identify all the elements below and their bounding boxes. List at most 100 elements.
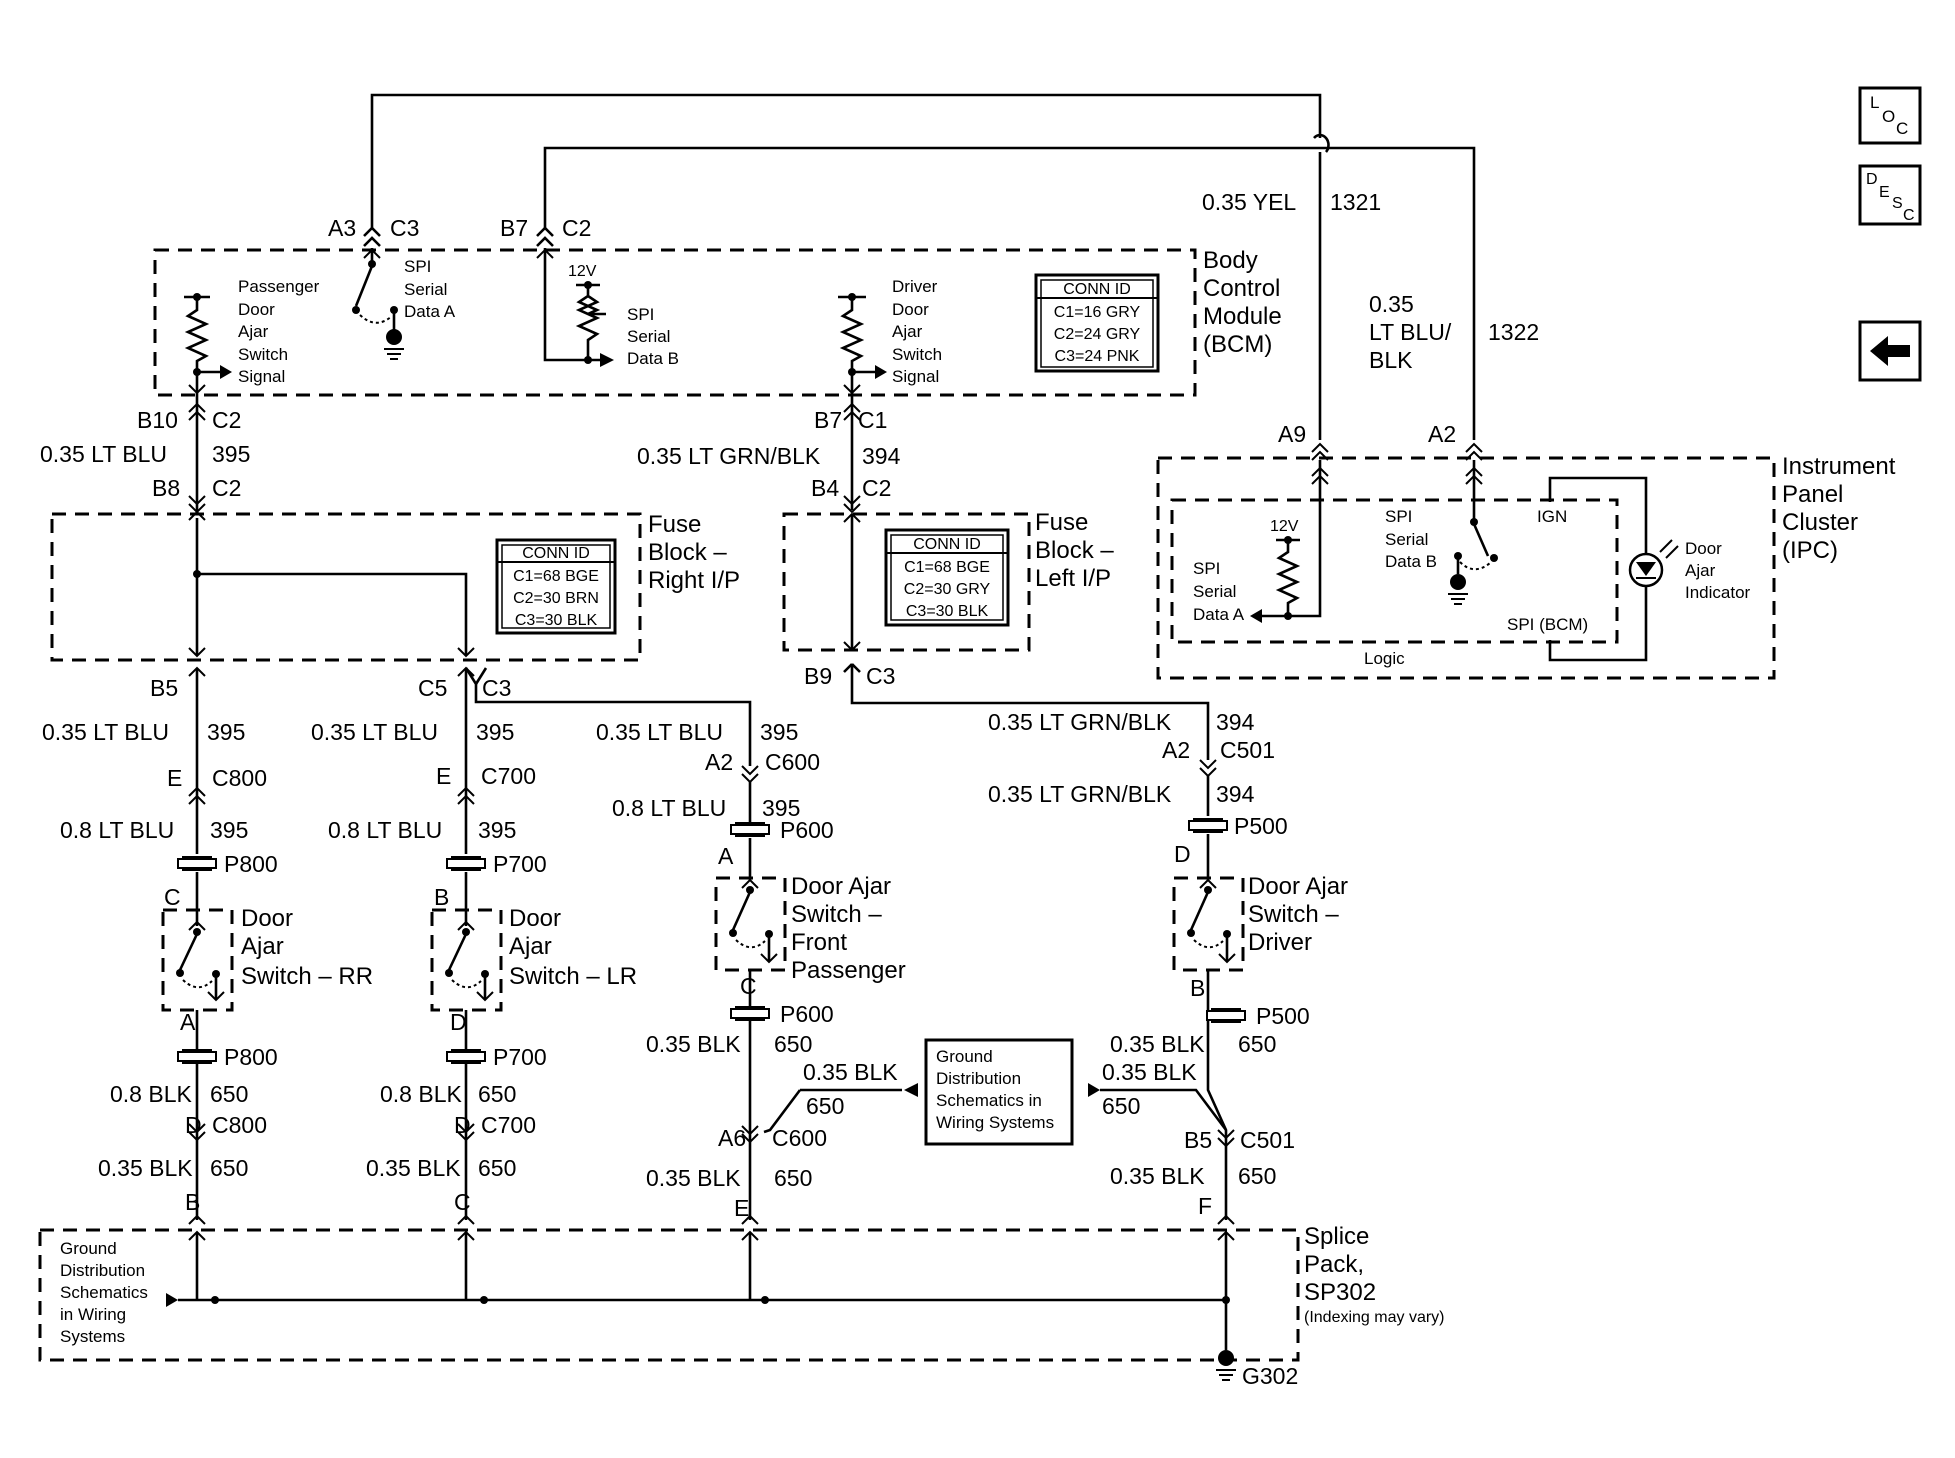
fuse-block-left: CONN ID C1=68 BGE C2=30 GRY C3=30 BLK Fu… [782,509,1210,760]
lr-p700a-connector [446,856,486,871]
fp-w3b: 0.35 BLK [803,1059,898,1085]
wire-yel-label: 0.35 YEL [1202,189,1296,215]
fr-title-3: Right I/P [648,567,740,594]
door-ajar-front-passenger-chain: 0.35 LT BLU 395 A2 C600 0.8 LT BLU 395 P… [464,667,918,1221]
ipc-ind-1: Door [1685,539,1722,558]
lr-w4: 0.35 BLK [366,1155,461,1181]
lr-w2: 0.8 LT BLU [328,817,442,843]
wire-blu-number: 1322 [1488,319,1539,345]
ipc-spi-bcm: SPI (BCM) [1507,615,1588,634]
wire-yel-number: 1321 [1330,189,1381,215]
rr-n4: 650 [210,1155,248,1181]
lr-d2: D [454,1112,471,1138]
gnd-box-2: Distribution [936,1069,1021,1088]
splice-title-3: SP302 [1304,1279,1376,1306]
mr-c1: C1 [858,407,887,433]
desc-d: D [1866,171,1878,188]
drv-d: D [1174,841,1191,867]
ipc-spi-b-3: Data B [1385,552,1437,571]
bcm-conn-id-table: CONN ID C1=16 GRY C2=24 GRY C3=24 PNK [1034,273,1160,373]
door-ajar-indicator-led [1628,539,1679,588]
drv-w3: 0.35 BLK [1110,1031,1205,1057]
door-ajar-driver-chain: 0.35 LT GRN/BLK 394 A2 C501 0.35 LT GRN/… [988,709,1348,1220]
lr-n1: 395 [476,719,514,745]
fr-b5: B5 [150,675,178,701]
desc-e: E [1879,184,1890,201]
lr-n4: 650 [478,1155,516,1181]
splice-title-2: Pack, [1304,1251,1364,1278]
door-ajar-rr-chain: 0.35 LT BLU 395 E C800 0.8 LT BLU 395 P8… [42,666,373,1220]
lr-name-2: Ajar [509,933,552,960]
drv-n4: 650 [1238,1163,1276,1189]
loc-button[interactable]: L O C [1858,86,1922,145]
drv-c501a: C501 [1220,737,1275,763]
pass-sw-label-2: Door [238,300,275,319]
gnd-box-1: Ground [936,1047,993,1066]
drv-sw-label-5: Signal [892,367,939,386]
fp-w3: 0.35 BLK [646,1031,741,1057]
wire-blu-label-1: 0.35 [1369,291,1414,317]
body-control-module: Body Control Module (BCM) A3 C3 B7 C2 Pa… [153,215,1282,397]
mr-wire: 0.35 LT GRN/BLK [637,443,821,469]
wire-blu-label-3: BLK [1369,347,1413,373]
bcm-title-2: Control [1203,275,1280,302]
bcm-conn-c2: C2 [562,215,591,241]
drv-p500b-connector [1206,1008,1246,1023]
lr-e: E [436,763,451,789]
fp-p600b-connector [730,1006,770,1021]
lr-c: C [454,1189,471,1215]
pass-sw-label-5: Signal [238,367,285,386]
mr-num: 394 [862,443,901,469]
ipc-logic-boundary [1170,498,1619,644]
desc-button[interactable]: D E S C [1858,164,1922,226]
pass-sw-label-3: Ajar [238,322,269,341]
mr-b7: B7 [814,407,842,433]
bcm-boundary [153,248,1197,397]
fl-title-2: Block – [1035,537,1114,564]
lr-n3: 650 [478,1081,516,1107]
splice-gnd-1: Ground [60,1239,117,1258]
drv-w3b: 0.35 BLK [1102,1059,1197,1085]
fl-conn-2: C2=30 GRY [904,581,991,598]
fp-p600a-connector [730,822,770,837]
rr-w4: 0.35 BLK [98,1155,193,1181]
ipc-title-1: Instrument [1782,453,1896,480]
loc-o: O [1882,107,1895,126]
fl-title-1: Fuse [1035,509,1088,536]
drv-b5: B5 [1184,1127,1212,1153]
splice-note: (Indexing may vary) [1304,1309,1445,1326]
back-button[interactable] [1858,320,1922,382]
pass-sw-label-4: Switch [238,345,288,364]
drv-p500a: P500 [1234,813,1288,839]
top-serial-wires [370,93,1476,440]
fp-name-3: Front [791,929,847,956]
rr-b: B [185,1189,200,1215]
fp-w4: 0.35 BLK [646,1165,741,1191]
arrow-left-icon [1870,336,1910,366]
fp-name-4: Passenger [791,957,906,984]
rr-n2: 395 [210,817,248,843]
fl-title-3: Left I/P [1035,565,1111,592]
rr-n1: 395 [207,719,245,745]
fp-a: A [718,843,734,869]
desc-c: C [1903,207,1915,224]
drv-sw-label-3: Ajar [892,322,923,341]
rr-name-3: Switch – RR [241,963,373,990]
lr-b: B [434,884,449,910]
bcm-pin-a3: A3 [328,215,356,241]
bcm-spi-b-3: Data B [627,349,679,368]
splice-boundary [38,1228,1300,1362]
bcm-12v-label: 12V [568,263,597,280]
fp-c600b: C600 [772,1125,827,1151]
wire-blu-label-2: LT BLU/ [1369,319,1452,345]
splice-pack-sp302: Ground Distribution Schematics in Wiring… [38,1214,1445,1389]
fp-e: E [734,1195,749,1221]
bcm-conn-1: C1=16 GRY [1054,304,1141,321]
rr-w2: 0.8 LT BLU [60,817,174,843]
fr-conn-2: C2=30 BRN [513,590,599,607]
lr-wire: 0.35 LT BLU [40,441,167,467]
fl-conn-3: C3=30 BLK [906,603,989,620]
fp-n4: 650 [774,1165,812,1191]
fuse-left-boundary [782,512,1031,652]
rr-p800a-connector [177,856,217,871]
